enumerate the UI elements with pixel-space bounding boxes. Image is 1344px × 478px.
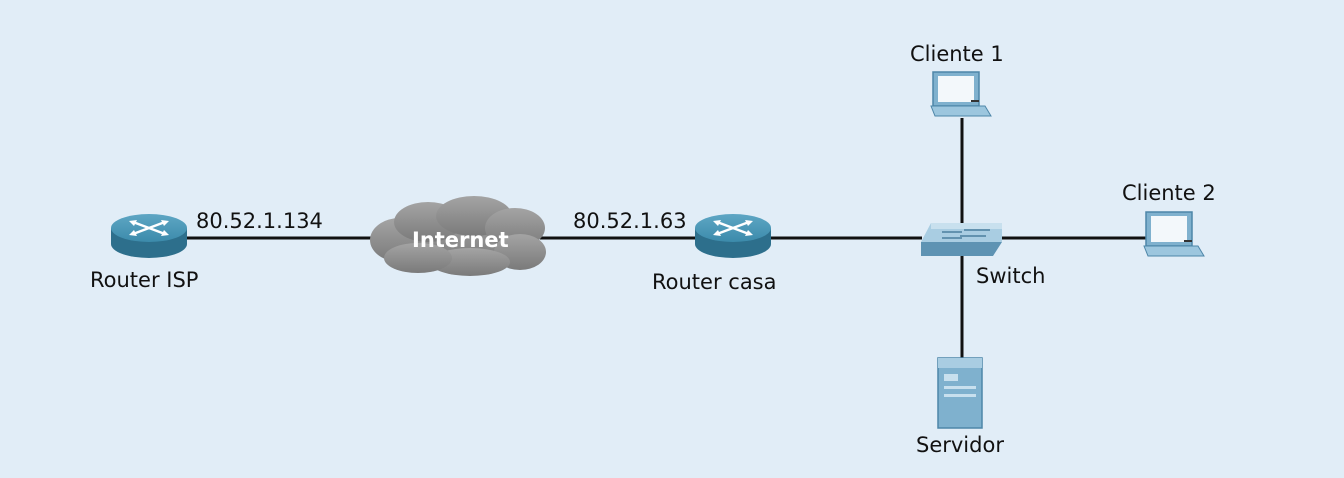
router-casa-label: Router casa (652, 270, 777, 294)
cloud-icon (370, 196, 546, 276)
internet-label: Internet (412, 228, 509, 252)
router-casa-ip: 80.52.1.63 (573, 209, 687, 233)
router-isp-ip: 80.52.1.134 (196, 209, 323, 233)
router-icon (111, 214, 187, 258)
laptop-icon (1143, 211, 1205, 257)
cliente2-label: Cliente 2 (1122, 181, 1216, 205)
switch-icon (921, 223, 1002, 256)
links (186, 118, 1148, 358)
router-icon (695, 214, 771, 258)
server-icon (937, 357, 983, 429)
laptop-icon (930, 71, 992, 117)
switch-label: Switch (976, 264, 1046, 288)
servidor-label: Servidor (916, 433, 1004, 457)
router-isp-label: Router ISP (90, 268, 199, 292)
cliente1-label: Cliente 1 (910, 42, 1004, 66)
